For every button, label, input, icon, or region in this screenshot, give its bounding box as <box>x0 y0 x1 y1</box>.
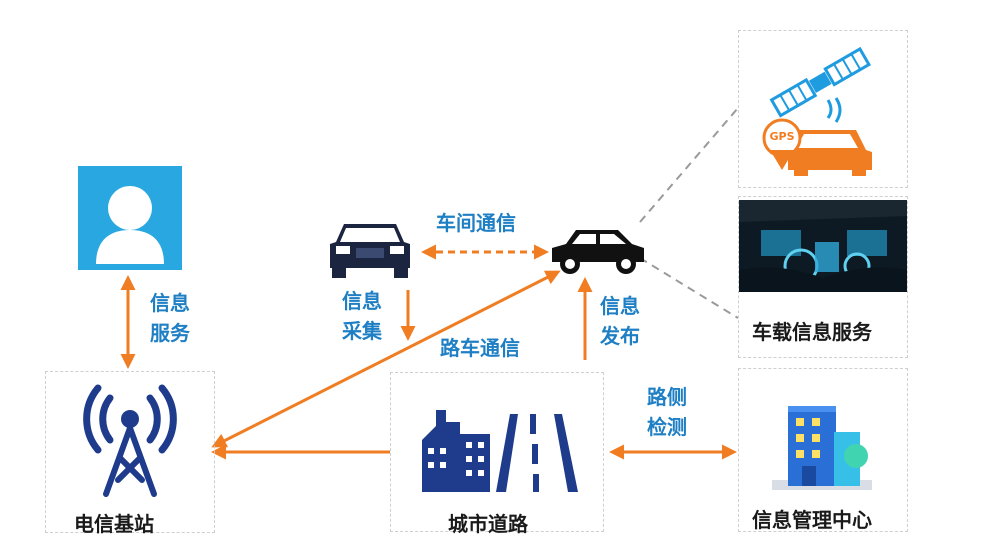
info-service-label: 信息 服务 <box>150 291 190 345</box>
vehicle-comm-label: 车间通信 <box>436 211 516 235</box>
road-vehicle-comm-label: 路车通信 <box>440 336 520 360</box>
vehicle-service-label: 车载信息服务 <box>752 320 872 344</box>
road-vehicle-arrow <box>211 270 561 448</box>
city-road-node <box>390 372 604 532</box>
info-center-node <box>738 368 908 532</box>
info-publish-label: 信息 发布 <box>600 294 640 348</box>
satellite-gps-icon <box>762 46 872 176</box>
gps-badge-label: GPS <box>769 130 795 143</box>
building-icon <box>772 406 872 490</box>
info-collect-label: 信息 采集 <box>342 289 382 343</box>
vehicle-service-node <box>738 196 908 358</box>
gps-node <box>738 30 908 188</box>
service-link-line <box>639 257 739 319</box>
collector-car-icon <box>330 224 410 278</box>
suv-car-icon <box>552 230 644 274</box>
city-road-icon <box>422 410 578 492</box>
dashboard-image <box>739 200 907 292</box>
info-center-label: 信息管理中心 <box>752 508 872 532</box>
roadside-detect-label: 路侧 检测 <box>647 385 687 439</box>
user-icon <box>96 186 164 264</box>
city-road-label: 城市道路 <box>448 512 528 536</box>
user-node <box>78 166 182 270</box>
signal-tower-icon <box>83 384 177 497</box>
gps-link-line <box>639 107 739 223</box>
telecom-node <box>45 371 215 533</box>
telecom-label: 电信基站 <box>74 512 154 536</box>
